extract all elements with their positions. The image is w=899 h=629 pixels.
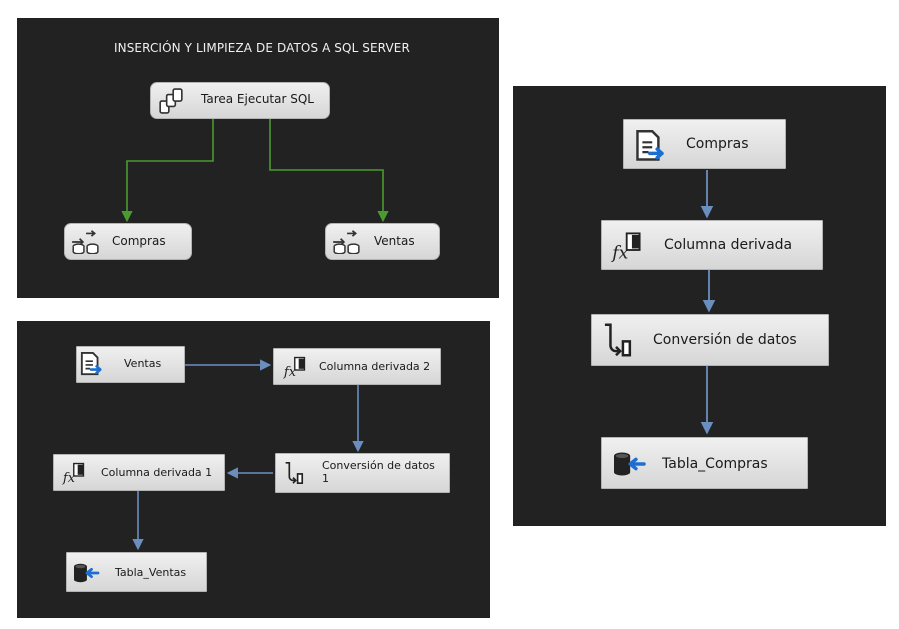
data-conversion-1[interactable]: Conversión de datos 1: [275, 453, 450, 493]
data-conversion-icon: [281, 461, 305, 485]
compras-data-flow-links: [700, 170, 716, 435]
control-flow-links: [121, 119, 389, 223]
node-label: Columna derivada 1: [101, 466, 213, 479]
derived-column-icon: [283, 355, 307, 379]
node-label: Compras: [112, 234, 166, 248]
precedence-arrow-compras[interactable]: [121, 119, 214, 223]
precedence-arrow-ventas[interactable]: [269, 119, 389, 223]
derived-column-2[interactable]: Columna derivada 2: [273, 348, 441, 385]
execute-sql-task[interactable]: Tarea Ejecutar SQL: [150, 82, 330, 119]
data-flow-task-compras[interactable]: Compras: [64, 223, 192, 260]
data-conversion-icon: [598, 322, 634, 358]
execute-sql-icon: [158, 88, 184, 114]
node-label: Conversión de datos 1: [322, 459, 435, 485]
ole-db-source-ventas[interactable]: Ventas: [76, 346, 185, 383]
data-flow-task-icon: [331, 230, 361, 254]
data-flow-task-icon: [70, 230, 100, 254]
ventas-data-flow-panel: Ventas Columna derivada 2 Conversión de …: [17, 321, 490, 618]
node-label: Conversión de datos: [653, 332, 797, 348]
data-flow-task-ventas[interactable]: Ventas: [325, 223, 440, 260]
control-flow-panel: INSERCIÓN Y LIMPIEZA DE DATOS A SQL SERV…: [17, 18, 499, 298]
node-label: Tarea Ejecutar SQL: [201, 92, 314, 106]
node-label: Columna derivada: [664, 237, 793, 253]
ventas-data-flow-links: [132, 359, 364, 551]
derived-column-1[interactable]: Columna derivada 1: [53, 454, 225, 491]
ole-db-destination-tabla-ventas[interactable]: Tabla_Ventas: [66, 552, 207, 592]
data-conversion[interactable]: Conversión de datos: [591, 314, 829, 366]
destination-icon: [72, 561, 100, 585]
ole-db-destination-tabla-compras[interactable]: Tabla_Compras: [601, 437, 808, 489]
node-label: Columna derivada 2: [319, 360, 431, 373]
derived-column[interactable]: Columna derivada: [601, 220, 823, 270]
destination-icon: [611, 449, 647, 479]
node-label: Ventas: [374, 234, 415, 248]
derived-column-icon: [62, 461, 86, 485]
diagram-title: INSERCIÓN Y LIMPIEZA DE DATOS A SQL SERV…: [114, 41, 410, 55]
node-label: Tabla_Compras: [662, 456, 768, 472]
source-icon: [635, 130, 667, 162]
node-label: Ventas: [124, 357, 162, 370]
node-label: Compras: [686, 136, 749, 152]
compras-data-flow-panel: Compras Columna derivada Conversión de d…: [513, 86, 886, 526]
source-icon: [80, 352, 104, 376]
ole-db-source-compras[interactable]: Compras: [623, 119, 786, 169]
node-label: Tabla_Ventas: [115, 566, 187, 579]
derived-column-icon: [611, 230, 643, 262]
